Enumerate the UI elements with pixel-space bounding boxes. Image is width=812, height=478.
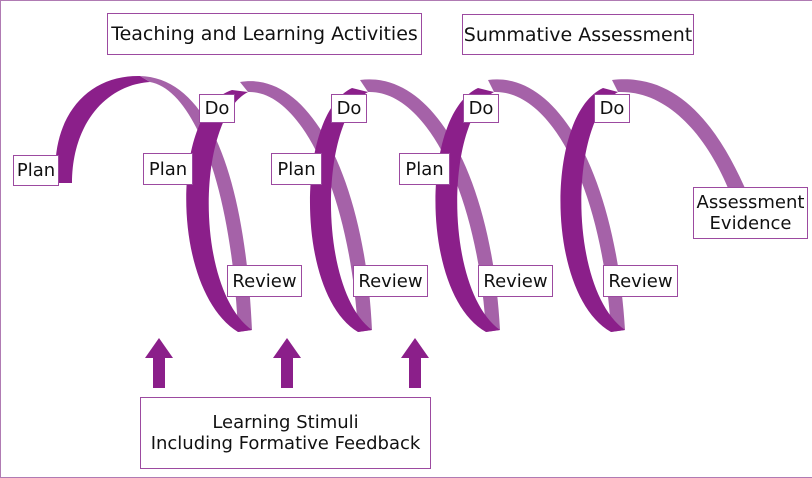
assessment-evidence-label: Assessment Evidence	[693, 187, 808, 239]
coil-2-front	[186, 90, 252, 332]
assessment-evidence-line-2: Evidence	[709, 213, 792, 234]
review-label: Review	[603, 265, 678, 297]
assessment-evidence-line-1: Assessment	[696, 191, 805, 213]
summative-assessment-label: Summative Assessment	[462, 14, 694, 55]
up-arrow-icon	[401, 338, 429, 388]
coil-4-front	[435, 88, 500, 332]
coil-5-front	[560, 88, 625, 332]
learning-stimuli-label: Learning Stimuli Including Formative Fee…	[140, 397, 431, 469]
plan-label: Plan	[13, 155, 59, 186]
do-label: Do	[331, 94, 367, 123]
coil-4-back	[488, 79, 625, 333]
plan-label: Plan	[271, 153, 322, 185]
learning-stimuli-line-2: Including Formative Feedback	[150, 433, 421, 454]
teaching-activities-label: Teaching and Learning Activities	[107, 13, 422, 55]
plan-label: Plan	[143, 153, 193, 185]
review-label: Review	[227, 265, 302, 297]
plan-label: Plan	[399, 153, 450, 185]
learning-stimuli-line-1: Learning Stimuli	[212, 411, 359, 433]
coil-3-front	[309, 88, 372, 332]
coil-1-front	[55, 75, 151, 183]
coil-3-back	[360, 79, 500, 333]
up-arrow-icon	[145, 338, 173, 388]
do-label: Do	[594, 94, 630, 123]
review-label: Review	[353, 265, 428, 297]
coil-2-back	[240, 81, 372, 332]
review-label: Review	[478, 265, 553, 297]
do-label: Do	[463, 94, 499, 123]
up-arrow-icon	[273, 338, 301, 388]
do-label: Do	[199, 94, 235, 123]
coil-5-back	[612, 79, 748, 198]
coil-1-back	[140, 76, 252, 332]
